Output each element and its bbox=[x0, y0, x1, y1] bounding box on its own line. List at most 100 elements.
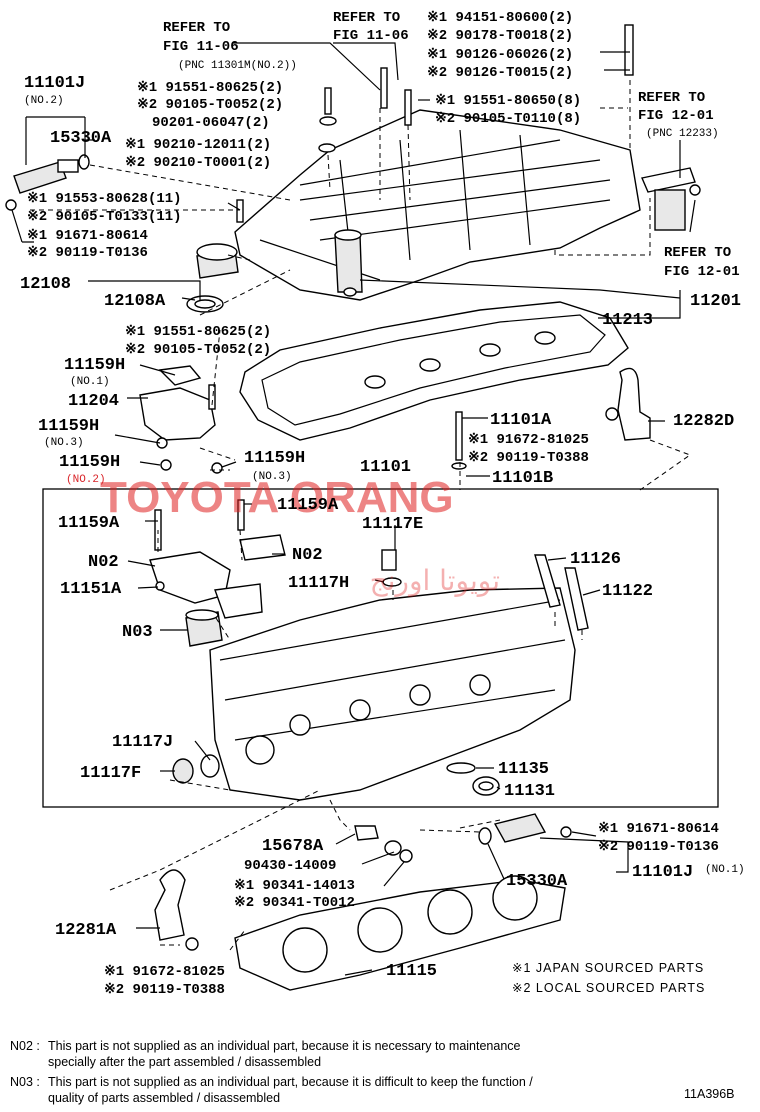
label-no3-b: (NO.3) bbox=[252, 471, 292, 483]
label-15678A: 15678A bbox=[262, 837, 324, 856]
label-11101A: 11101A bbox=[490, 411, 552, 430]
label-90341-T0012: ※2 90341-T0012 bbox=[234, 895, 355, 911]
label-11201: 11201 bbox=[690, 292, 741, 311]
camshaft-housing-drawing bbox=[139, 365, 223, 474]
note-n02-line2: specially after the part assembled / dis… bbox=[48, 1055, 321, 1069]
label-11117J: 11117J bbox=[112, 733, 173, 752]
label-no2-b: (NO.2) bbox=[66, 474, 106, 486]
label-15330A-bottom: 15330A bbox=[506, 872, 568, 891]
note-n03-key: N03 : bbox=[10, 1075, 40, 1089]
label-91672-81025-a: ※1 91672-81025 bbox=[468, 432, 589, 448]
label-12108A: 12108A bbox=[104, 292, 166, 311]
lower-parts-drawing bbox=[154, 813, 572, 951]
label-90105-T0052-a: ※2 90105-T0052(2) bbox=[137, 97, 283, 113]
label-90178-T0018: ※2 90178-T0018(2) bbox=[427, 28, 573, 44]
refer-fig-12-01-bottom-line2: FIG 12-01 bbox=[664, 264, 740, 280]
oil-control-valve-top-drawing bbox=[5, 154, 90, 211]
label-n02-b: N02 bbox=[292, 546, 323, 565]
label-11101J-no1: 11101J bbox=[632, 863, 693, 882]
label-11115: 11115 bbox=[386, 962, 437, 981]
label-11159H-no2: 11159H bbox=[59, 453, 120, 472]
assembly-dashed-lines bbox=[30, 80, 692, 951]
label-11159A-a: 11159A bbox=[58, 514, 120, 533]
label-11159A-b: 11159A bbox=[277, 496, 339, 515]
figure-code: 11A396B bbox=[684, 1087, 735, 1101]
part-labels: REFER TO FIG 11-06 (PNC 11301M(NO.2)) RE… bbox=[20, 10, 745, 998]
watermark-arabic: تويوتا اورنج bbox=[370, 564, 500, 597]
cover-studs-drawing bbox=[208, 24, 634, 470]
label-90105-T0052-b: ※2 90105-T0052(2) bbox=[125, 342, 271, 358]
label-11126: 11126 bbox=[570, 550, 621, 569]
label-11159H-no3-a: 11159H bbox=[38, 417, 99, 436]
label-90126-T0015: ※2 90126-T0015(2) bbox=[427, 65, 573, 81]
refer-fig-12-01-top-line2: FIG 12-01 bbox=[638, 108, 714, 124]
label-91551-80625-a: ※1 91551-80625(2) bbox=[137, 80, 283, 96]
label-11122: 11122 bbox=[602, 582, 653, 601]
label-n02-a: N02 bbox=[88, 553, 119, 572]
refer-fig-12-01-top-line1: REFER TO bbox=[638, 90, 705, 106]
label-12281A: 12281A bbox=[55, 921, 117, 940]
label-90119-T0136-b: ※2 90119-T0136 bbox=[598, 839, 719, 855]
label-91671-80614-a: ※1 91671-80614 bbox=[27, 228, 148, 244]
label-90105-T0133: ※2 90105-T0133(11) bbox=[27, 209, 182, 225]
refer-fig-11-06-top-line1: REFER TO bbox=[163, 20, 230, 36]
label-no1-b: (NO.1) bbox=[705, 864, 745, 876]
footnotes: N02 : This part is not supplied as an in… bbox=[10, 1039, 735, 1105]
note-n02-line1: This part is not supplied as an individu… bbox=[48, 1039, 521, 1053]
cylinder-head-detail-frame bbox=[42, 488, 719, 808]
pnc-11301m: (PNC 11301M(NO.2)) bbox=[178, 60, 297, 72]
label-90119-T0136-a: ※2 90119-T0136 bbox=[27, 245, 148, 261]
label-11101J-no2: 11101J bbox=[24, 74, 85, 93]
watermark-text: TOYOTA ORANG bbox=[100, 473, 454, 522]
label-11131: 11131 bbox=[504, 782, 555, 801]
label-15330A-top: 15330A bbox=[50, 129, 112, 148]
refer-fig-11-06-top-line2: FIG 11-06 bbox=[163, 39, 239, 55]
cover-gasket-drawing bbox=[239, 301, 629, 441]
label-n03: N03 bbox=[122, 623, 153, 642]
pnc-12233: (PNC 12233) bbox=[646, 128, 719, 140]
label-no1: (NO.1) bbox=[70, 376, 110, 388]
label-12282D: 12282D bbox=[673, 412, 734, 431]
legend-local-sourced: ※2 LOCAL SOURCED PARTS bbox=[512, 981, 705, 995]
oil-filler-cap-drawing bbox=[186, 243, 239, 313]
engine-hanger-bracket-top-drawing bbox=[605, 367, 651, 441]
label-90105-T0110: ※2 90105-T0110(8) bbox=[435, 111, 581, 127]
label-90126-06026: ※1 90126-06026(2) bbox=[427, 47, 573, 63]
label-no3-a: (NO.3) bbox=[44, 437, 84, 449]
label-11135: 11135 bbox=[498, 760, 549, 779]
label-11117H: 11117H bbox=[288, 574, 349, 593]
label-11117F: 11117F bbox=[80, 764, 141, 783]
valve-guides-drawing bbox=[381, 549, 589, 631]
note-n02-key: N02 : bbox=[10, 1039, 40, 1053]
refer-fig-12-01-bottom-line1: REFER TO bbox=[664, 245, 731, 261]
label-11213: 11213 bbox=[602, 311, 653, 330]
cylinder-head-cover-drawing bbox=[234, 109, 641, 301]
note-n03-line1: This part is not supplied as an individu… bbox=[48, 1075, 533, 1089]
label-90210-T0001: ※2 90210-T0001(2) bbox=[125, 155, 271, 171]
label-90430-14009: 90430-14009 bbox=[244, 858, 336, 874]
head-gasket-drawing bbox=[234, 875, 566, 991]
valve-lifter-drawing bbox=[185, 609, 223, 647]
label-90119-T0388-b: ※2 90119-T0388 bbox=[104, 982, 225, 998]
label-11101B: 11101B bbox=[492, 469, 553, 488]
label-90201-06047: 90201-06047(2) bbox=[152, 115, 270, 131]
label-90341-14013: ※1 90341-14013 bbox=[234, 878, 355, 894]
legend-japan-sourced: ※1 JAPAN SOURCED PARTS bbox=[512, 961, 704, 975]
leader-lines bbox=[11, 42, 696, 976]
label-90119-T0388-a: ※2 90119-T0388 bbox=[468, 450, 589, 466]
label-91551-80650: ※1 91551-80650(8) bbox=[435, 93, 581, 109]
label-11117E: 11117E bbox=[362, 515, 423, 534]
label-91553-80628: ※1 91553-80628(11) bbox=[27, 191, 182, 207]
label-11159H-no3-b: 11159H bbox=[244, 449, 305, 468]
note-n03-line2: quality of parts assembled / disassemble… bbox=[48, 1091, 280, 1105]
sensor-bracket-drawing bbox=[641, 167, 701, 231]
label-91551-80625-b: ※1 91551-80625(2) bbox=[125, 324, 271, 340]
label-91671-80614-b: ※1 91671-80614 bbox=[598, 821, 719, 837]
label-90210-12011: ※1 90210-12011(2) bbox=[125, 137, 271, 153]
label-11159H-no1: 11159H bbox=[64, 356, 125, 375]
label-11101: 11101 bbox=[360, 458, 411, 477]
sourcing-legend: ※1 JAPAN SOURCED PARTS ※2 LOCAL SOURCED … bbox=[512, 961, 705, 995]
label-11204: 11204 bbox=[68, 392, 119, 411]
